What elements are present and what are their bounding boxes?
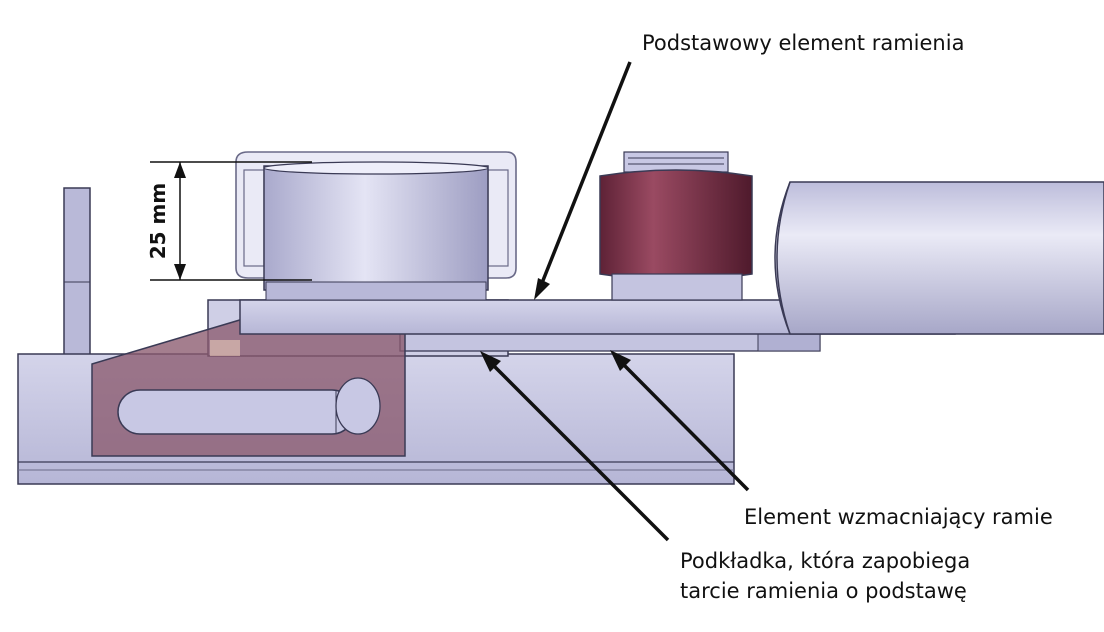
roller-cap bbox=[623, 151, 729, 173]
dimension-text: 25 mm bbox=[146, 183, 170, 259]
label-washer-line1: Podkładka, która zapobiega bbox=[680, 549, 971, 573]
label-washer: Podkładka, która zapobiega tarcie ramien… bbox=[680, 546, 970, 606]
label-base-arm-element: Podstawowy element ramienia bbox=[642, 31, 965, 55]
arm-tube bbox=[774, 181, 1104, 335]
roller bbox=[599, 169, 753, 281]
slot bbox=[117, 389, 355, 435]
label-washer-line2: tarcie ramienia o podstawę bbox=[680, 579, 967, 603]
vertical-post bbox=[63, 187, 91, 357]
slot-pin bbox=[335, 377, 381, 435]
leader-base-arm bbox=[534, 61, 632, 300]
bearing-cylinder bbox=[263, 165, 489, 291]
leader-reinforcing bbox=[610, 350, 750, 492]
leader-washer bbox=[480, 351, 670, 542]
reinforcing-plate bbox=[399, 332, 821, 352]
dimension-25mm: 25 mm bbox=[146, 161, 312, 281]
label-reinforcing-element: Element wzmacniający ramie bbox=[744, 505, 1053, 529]
